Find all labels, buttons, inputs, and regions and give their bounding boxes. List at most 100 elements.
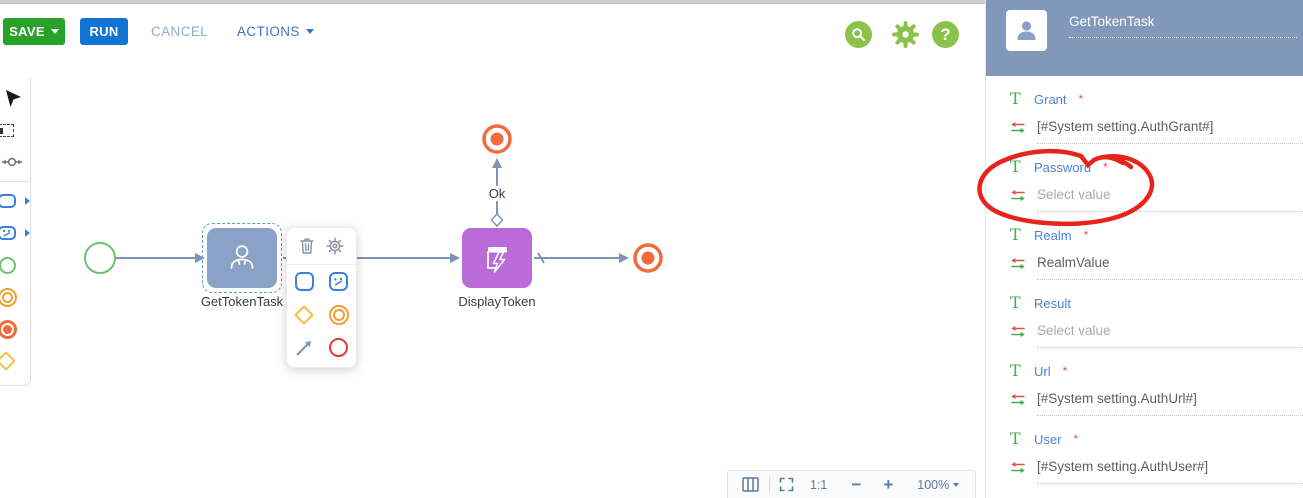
run-label: RUN xyxy=(89,24,119,39)
title-underline xyxy=(1069,37,1297,38)
top-toolbar: SAVE RUN CANCEL ACTIONS ? xyxy=(0,5,985,60)
node-displaytoken[interactable] xyxy=(462,228,532,288)
add-gateway-icon[interactable] xyxy=(287,298,322,331)
person-icon xyxy=(1017,21,1036,40)
field-label: Grant xyxy=(1034,91,1067,107)
delete-icon[interactable] xyxy=(299,230,315,263)
swap-arrows-icon xyxy=(1010,255,1027,276)
actions-label: ACTIONS xyxy=(237,24,300,39)
field-realm: T Realm * RealmValue xyxy=(986,212,1303,280)
add-task-shape-icon[interactable] xyxy=(287,265,322,298)
columns-view-icon[interactable] xyxy=(742,477,759,492)
field-label: Password xyxy=(1034,159,1092,175)
field-label: Result xyxy=(1034,295,1071,311)
task-shape-icon[interactable] xyxy=(0,185,30,217)
edge-label-ok[interactable]: Ok xyxy=(483,186,511,201)
marquee-tool-icon[interactable] xyxy=(0,114,30,146)
required-asterisk: * xyxy=(1083,228,1089,242)
field-url: T Url * [#System setting.AuthUrl#] xyxy=(986,348,1303,416)
swap-arrows-icon xyxy=(1010,323,1027,344)
save-button[interactable]: SAVE xyxy=(3,18,65,45)
required-asterisk: * xyxy=(1062,364,1068,378)
flyout-caret-icon xyxy=(25,229,30,237)
arrowhead-up xyxy=(492,158,502,168)
field-password: T Password * Select value xyxy=(986,144,1303,212)
run-button[interactable]: RUN xyxy=(80,18,128,45)
panel-header: GetTokenTask xyxy=(986,0,1303,76)
swap-arrows-icon xyxy=(1010,391,1027,412)
field-value[interactable]: [#System setting.AuthUser#] xyxy=(1037,459,1303,484)
node-label: DisplayToken xyxy=(458,294,536,309)
palette-divider xyxy=(0,181,30,182)
chevron-down-icon xyxy=(953,482,960,487)
field-user: T User * [#System setting.AuthUser#] xyxy=(986,416,1303,484)
arrowhead xyxy=(619,253,629,263)
swap-arrows-icon xyxy=(1010,119,1027,140)
statusbar-divider xyxy=(769,476,770,493)
swap-arrows-icon xyxy=(1010,187,1027,208)
cancel-button[interactable]: CANCEL xyxy=(151,24,209,39)
node-settings-icon[interactable] xyxy=(326,230,344,263)
end-event-icon[interactable] xyxy=(0,313,30,345)
field-label: User xyxy=(1034,431,1062,447)
field-value[interactable]: [#System setting.AuthUrl#] xyxy=(1037,391,1303,416)
actual-size-button[interactable]: 1:1 xyxy=(810,477,828,492)
chevron-down-icon xyxy=(305,29,314,34)
fit-screen-icon[interactable] xyxy=(779,477,794,492)
text-type-icon: T xyxy=(1010,225,1021,244)
search-icon[interactable] xyxy=(845,21,872,48)
gateway-icon[interactable] xyxy=(0,345,30,377)
field-label: Realm xyxy=(1034,227,1072,243)
end-event-top[interactable] xyxy=(482,124,512,154)
swap-arrows-icon xyxy=(1010,459,1027,480)
actions-menu-button[interactable]: ACTIONS xyxy=(237,24,314,39)
zoom-out-icon[interactable]: − xyxy=(851,474,862,494)
text-type-icon: T xyxy=(1010,89,1021,108)
text-type-icon: T xyxy=(1010,157,1021,176)
horizontal-scrollbar[interactable] xyxy=(0,0,985,4)
zoom-in-icon[interactable]: + xyxy=(883,474,894,494)
start-event-icon[interactable] xyxy=(0,249,30,281)
window-lightning-icon xyxy=(487,247,507,273)
required-asterisk: * xyxy=(1078,92,1084,106)
pan-tool-icon[interactable] xyxy=(0,146,30,178)
intermediate-event-icon[interactable] xyxy=(0,281,30,313)
field-grant: T Grant * [#System setting.AuthGrant#] xyxy=(986,76,1303,144)
selection-outline xyxy=(202,223,282,293)
settings-gear-icon[interactable] xyxy=(890,19,921,50)
canvas-statusbar: 1:1 − + 100% xyxy=(727,470,976,498)
add-connector-icon[interactable] xyxy=(287,331,322,364)
field-label: Url xyxy=(1034,363,1051,379)
text-type-icon: T xyxy=(1010,293,1021,312)
field-value[interactable]: Select value xyxy=(1037,323,1303,348)
text-type-icon: T xyxy=(1010,361,1021,380)
end-event-right[interactable] xyxy=(633,243,663,273)
field-value[interactable]: [#System setting.AuthGrant#] xyxy=(1037,119,1303,144)
zoom-level-value: 100% xyxy=(917,477,950,492)
add-error-event-icon[interactable] xyxy=(322,331,357,364)
add-action-shape-icon[interactable] xyxy=(322,265,357,298)
required-asterisk: * xyxy=(1073,432,1079,446)
flyout-caret-icon xyxy=(25,197,30,205)
arrowhead xyxy=(450,253,460,263)
task-avatar xyxy=(1006,10,1047,51)
field-value[interactable]: RealmValue xyxy=(1037,255,1303,280)
chevron-down-icon xyxy=(50,29,59,34)
start-event[interactable] xyxy=(84,242,116,274)
field-value[interactable]: Select value xyxy=(1037,187,1303,212)
field-result: T Result Select value xyxy=(986,280,1303,348)
node-gettokentask[interactable] xyxy=(207,228,277,288)
pointer-tool-icon[interactable] xyxy=(0,82,30,114)
panel-fields: T Grant * [#System setting.AuthGrant#] T… xyxy=(986,76,1303,484)
help-icon[interactable]: ? xyxy=(932,21,959,48)
edge-marker-slash xyxy=(537,252,545,264)
action-shape-icon[interactable] xyxy=(0,217,30,249)
add-intermediate-event-icon[interactable] xyxy=(322,298,357,331)
task-name-field[interactable]: GetTokenTask xyxy=(1069,14,1155,29)
properties-panel: GetTokenTask T Grant * [#System setting.… xyxy=(985,0,1303,498)
zoom-level-dropdown[interactable]: 100% xyxy=(917,477,960,492)
arrowhead xyxy=(195,253,205,263)
node-label: GetTokenTask xyxy=(200,294,284,309)
